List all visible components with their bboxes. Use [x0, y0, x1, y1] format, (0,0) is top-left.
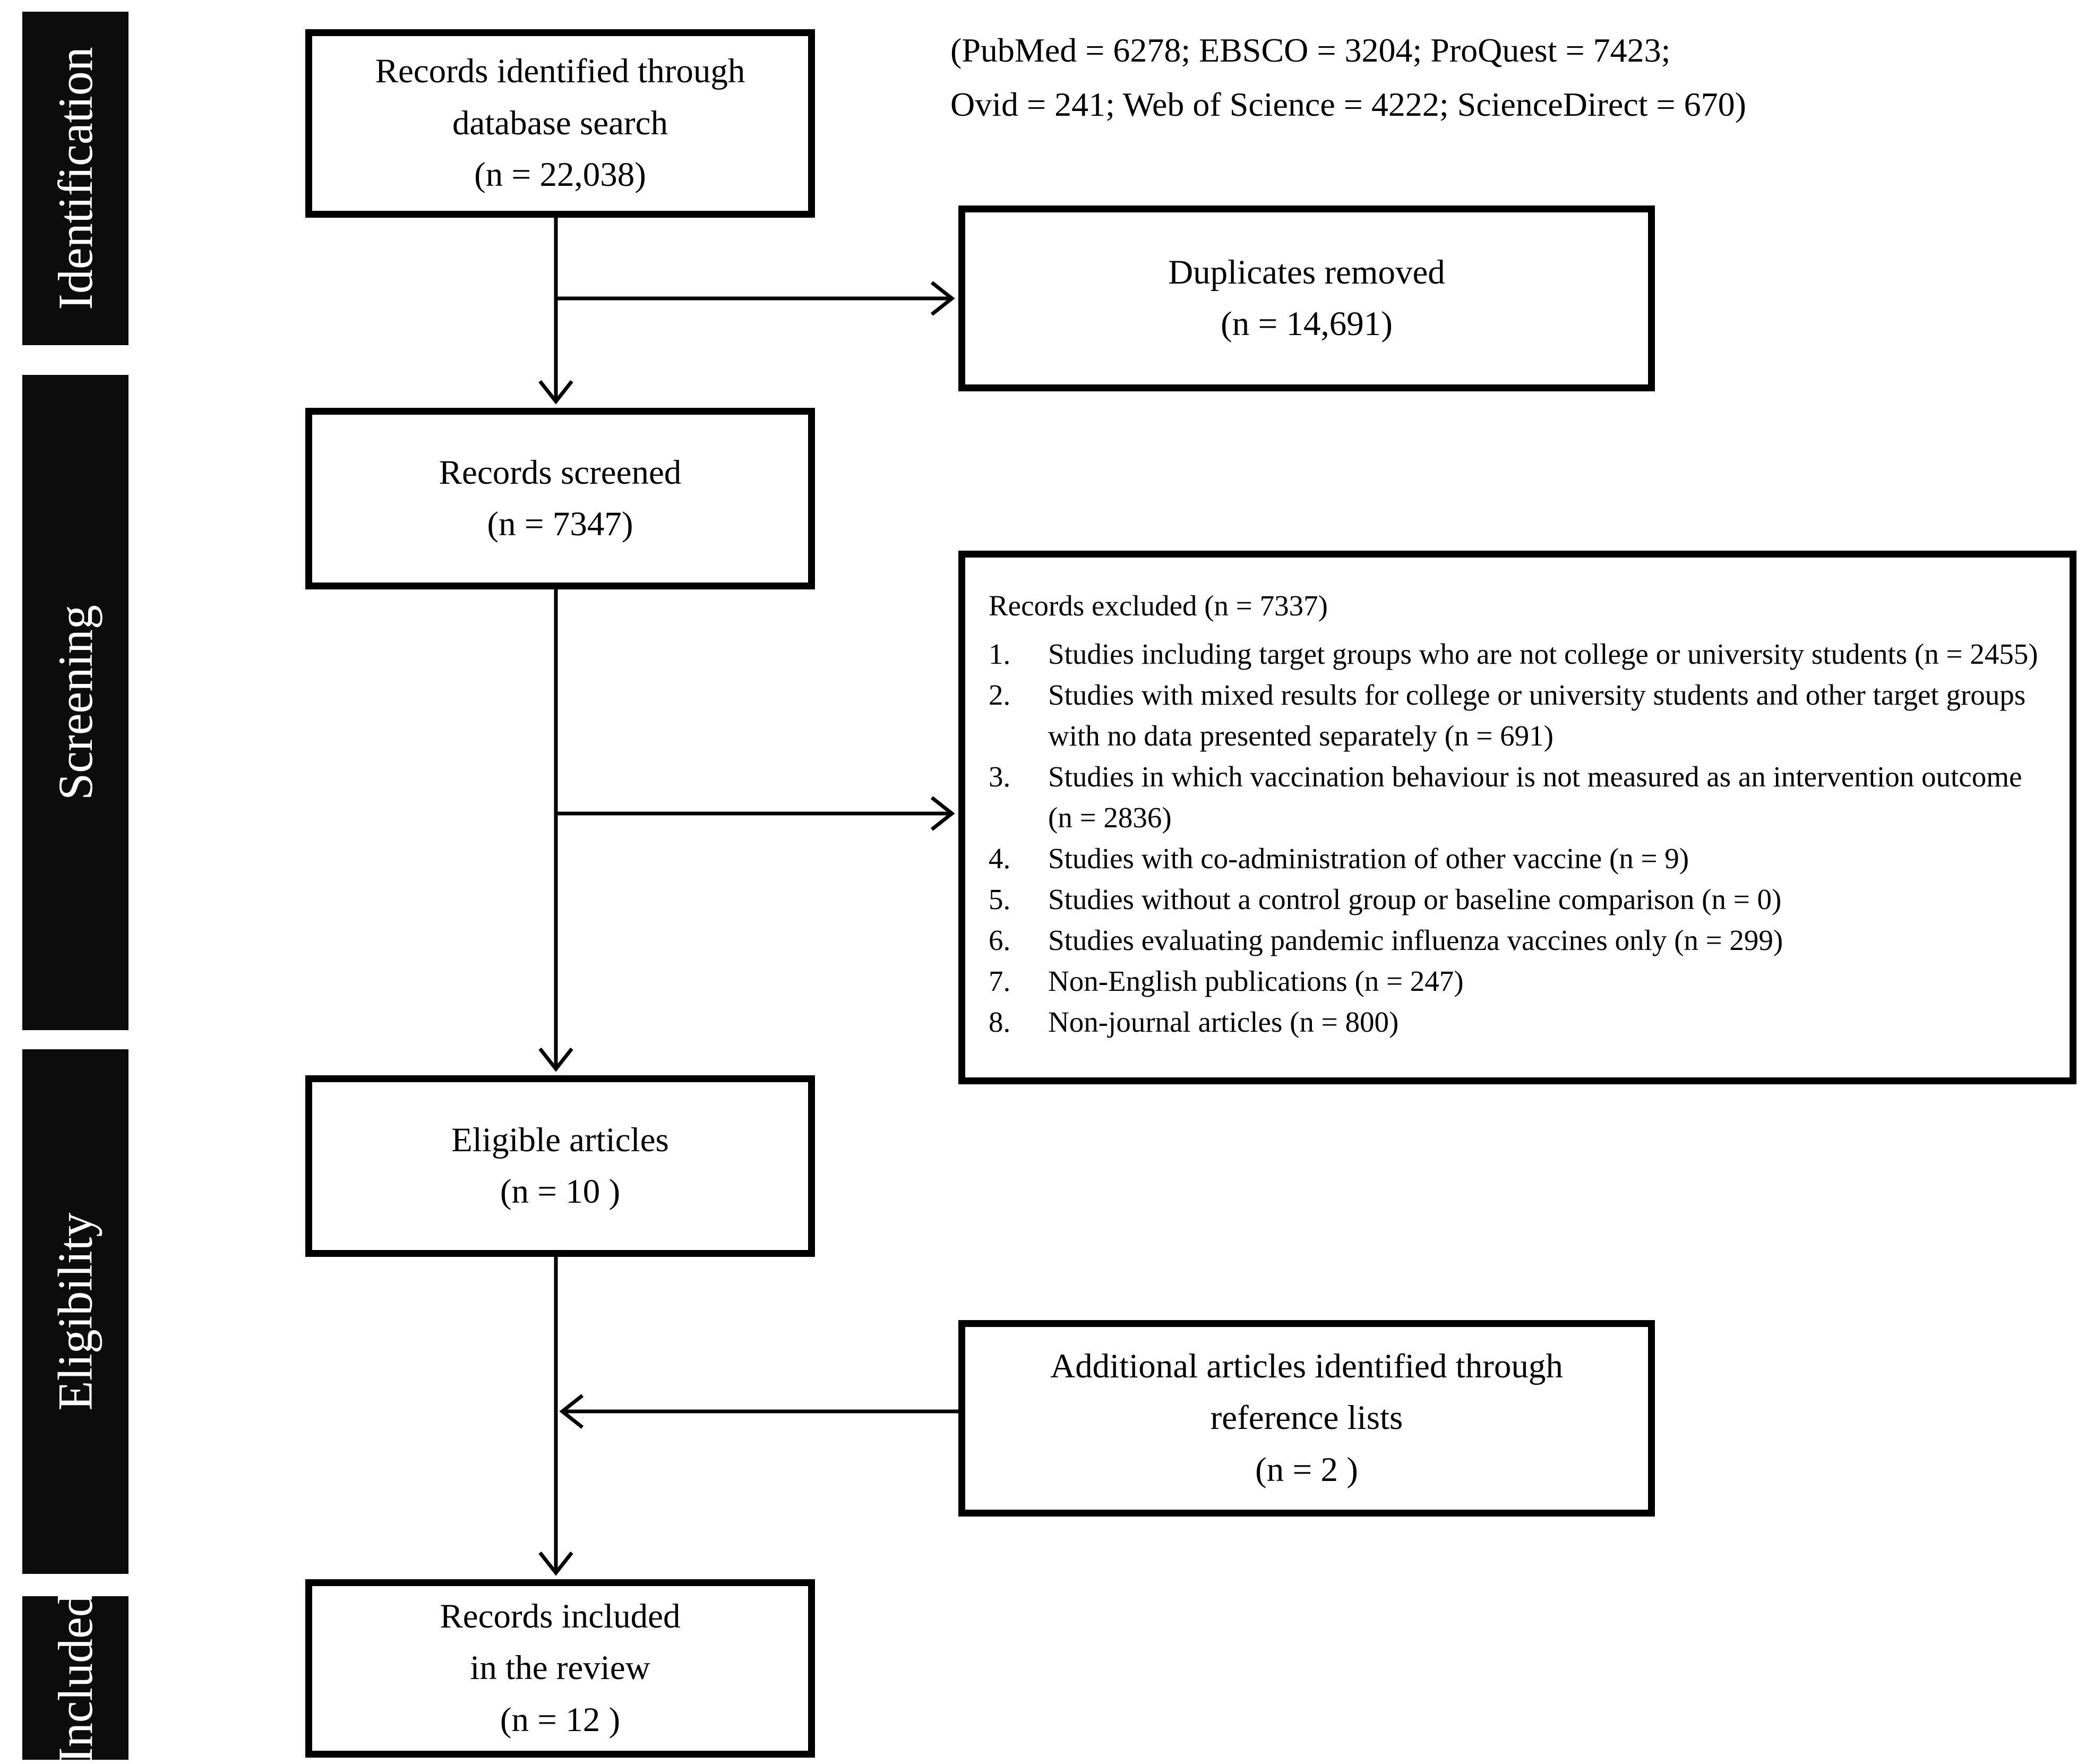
stage-bar-identification: Identification	[22, 12, 128, 345]
box-records-included: Records included in the review (n = 12 )	[305, 1579, 815, 1758]
excluded-item-2-number: 2.	[989, 679, 1011, 711]
box-records-excluded: Records excluded (n = 7337) 1. Studies i…	[958, 551, 2076, 1084]
stage-bar-screening: Screening	[22, 375, 128, 1030]
box-additional-articles: Additional articles identified through r…	[958, 1320, 1655, 1517]
box-records-included-line1: Records included	[440, 1597, 681, 1635]
box-duplicates-removed: Duplicates removed (n = 14,691)	[958, 205, 1655, 391]
excluded-item-4-text: Studies with co-administration of other …	[1048, 842, 1689, 875]
excluded-item-3: 3. Studies in which vaccination behaviou…	[989, 756, 2049, 838]
box-eligible-articles-line1: Eligible articles	[451, 1120, 669, 1159]
stage-label-eligibility: Eligibility	[48, 1212, 102, 1411]
records-excluded-heading: Records excluded (n = 7337)	[989, 589, 1328, 622]
excluded-item-5-text: Studies without a control group or basel…	[1048, 883, 1782, 915]
excluded-item-2: 2. Studies with mixed results for colleg…	[989, 674, 2049, 756]
excluded-item-7: 7. Non-English publications (n = 247)	[989, 961, 2049, 1001]
stage-bar-included: Included	[22, 1592, 128, 1763]
excluded-item-4-number: 4.	[989, 842, 1011, 875]
excluded-item-8-number: 8.	[989, 1006, 1011, 1038]
excluded-item-6-number: 6.	[989, 924, 1011, 956]
box-records-screened: Records screened (n = 7347)	[305, 408, 815, 589]
box-records-included-line2: in the review	[470, 1649, 650, 1688]
stage-label-screening: Screening	[48, 605, 102, 800]
box-records-identified-line2: database search	[452, 104, 668, 142]
excluded-item-5-number: 5.	[989, 883, 1011, 915]
excluded-item-6-text: Studies evaluating pandemic influenza va…	[1048, 924, 1783, 956]
excluded-item-1-number: 1.	[989, 638, 1011, 670]
excluded-item-1-text: Studies including target groups who are …	[1048, 638, 2038, 670]
excluded-item-7-number: 7.	[989, 965, 1011, 997]
excluded-item-1: 1. Studies including target groups who a…	[989, 633, 2049, 674]
excluded-item-5: 5. Studies without a control group or ba…	[989, 879, 2049, 920]
box-duplicates-removed-line1: Duplicates removed	[1168, 253, 1445, 292]
excluded-item-6: 6. Studies evaluating pandemic influenza…	[989, 920, 2049, 961]
excluded-item-7-text: Non-English publications (n = 247)	[1048, 965, 1464, 997]
database-counts-line2: Ovid = 241; Web of Science = 4222; Scien…	[950, 85, 1746, 124]
excluded-item-4: 4. Studies with co-administration of oth…	[989, 838, 2049, 879]
box-additional-articles-line2: reference lists	[1210, 1399, 1403, 1437]
box-duplicates-removed-count: (n = 14,691)	[1221, 305, 1393, 343]
stage-bar-eligibility: Eligibility	[22, 1049, 128, 1574]
box-records-included-count: (n = 12 )	[500, 1700, 621, 1739]
box-records-screened-count: (n = 7347)	[487, 505, 633, 543]
box-additional-articles-count: (n = 2 )	[1255, 1450, 1358, 1489]
box-records-identified: Records identified through database sear…	[305, 29, 815, 218]
excluded-item-8-text: Non-journal articles (n = 800)	[1048, 1006, 1399, 1038]
database-counts-line1: (PubMed = 6278; EBSCO = 3204; ProQuest =…	[950, 31, 1671, 69]
stage-label-included: Included	[48, 1592, 102, 1763]
box-eligible-articles: Eligible articles (n = 10 )	[305, 1075, 815, 1257]
stage-label-identification: Identification	[48, 47, 103, 310]
box-records-screened-line1: Records screened	[439, 453, 682, 492]
excluded-item-3-text: Studies in which vaccination behaviour i…	[1048, 760, 2022, 834]
box-additional-articles-line1: Additional articles identified through	[1050, 1347, 1563, 1385]
excluded-item-2-text: Studies with mixed results for college o…	[1048, 679, 2026, 752]
excluded-item-3-number: 3.	[989, 760, 1011, 793]
excluded-item-8: 8. Non-journal articles (n = 800)	[989, 1001, 2049, 1042]
database-counts-annotation: (PubMed = 6278; EBSCO = 3204; ProQuest =…	[950, 23, 2094, 132]
box-eligible-articles-count: (n = 10 )	[500, 1172, 621, 1211]
box-records-identified-count: (n = 22,038)	[474, 156, 646, 194]
box-records-identified-line1: Records identified through	[375, 52, 745, 91]
